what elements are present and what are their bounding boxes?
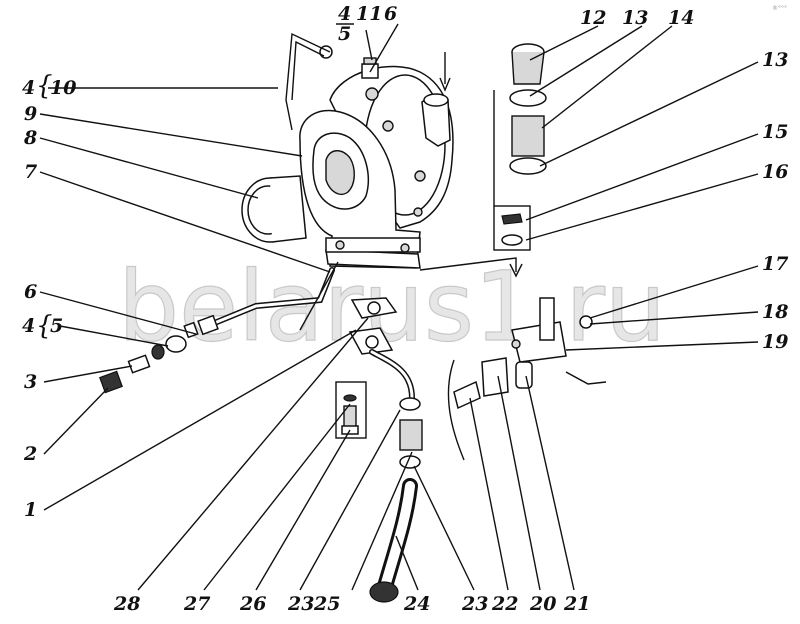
callout-4-left-5: 4 [22,315,35,337]
callout-22: 22 [491,593,518,615]
callout-25: 25 [313,593,340,615]
callout-16: 16 [762,161,788,183]
flow-arrow-right [419,257,523,278]
flow-arrow-left [439,52,451,92]
corner-mark: ®°°° [772,5,787,12]
brace-10: { [36,71,53,101]
bracket-group [453,297,607,410]
callout-10: 10 [50,77,76,99]
callout-21: 21 [563,593,590,615]
callout-2: 2 [23,443,37,465]
callout-labels: 4 5 11 6 4 10 9 8 7 6 4 5 3 2 1 12 13 14… [22,3,788,615]
callout-5-left: 5 [50,315,63,337]
callout-12: 12 [580,7,606,29]
callout-9: 9 [24,103,37,125]
callout-23-mid: 23 [287,593,314,615]
callout-14: 14 [668,7,694,29]
callout-8: 8 [23,127,37,149]
callout-4-left-10: 4 [22,77,35,99]
callout-18: 18 [762,301,788,323]
callout-23-right: 23 [461,593,488,615]
brace-5: { [36,311,53,341]
callout-27: 27 [183,593,210,615]
callout-17: 17 [762,253,788,275]
fitting-set-left [99,314,219,394]
callout-24: 24 [403,593,430,615]
callout-4-top: 4 [338,3,351,25]
leader-lines [39,23,759,591]
callout-7: 7 [24,161,37,183]
callout-3: 3 [24,371,37,393]
gaskets [348,297,398,355]
callout-11: 11 [356,3,382,25]
callout-13-top: 13 [622,7,648,29]
callout-6-top: 6 [384,3,397,25]
callout-26: 26 [239,593,266,615]
oil-feed-line [285,32,331,131]
callout-13-right: 13 [762,49,788,71]
callout-5-top: 5 [338,23,351,45]
turbocharger-housing [241,45,454,269]
callout-6-left: 6 [24,281,37,303]
callout-15: 15 [762,121,788,143]
callout-20: 20 [529,593,556,615]
callout-1: 1 [24,499,37,521]
callout-28: 28 [113,593,140,615]
clamp-and-sleeve-group [493,43,547,251]
callout-19: 19 [762,331,788,353]
bolt-group-center [335,381,367,439]
